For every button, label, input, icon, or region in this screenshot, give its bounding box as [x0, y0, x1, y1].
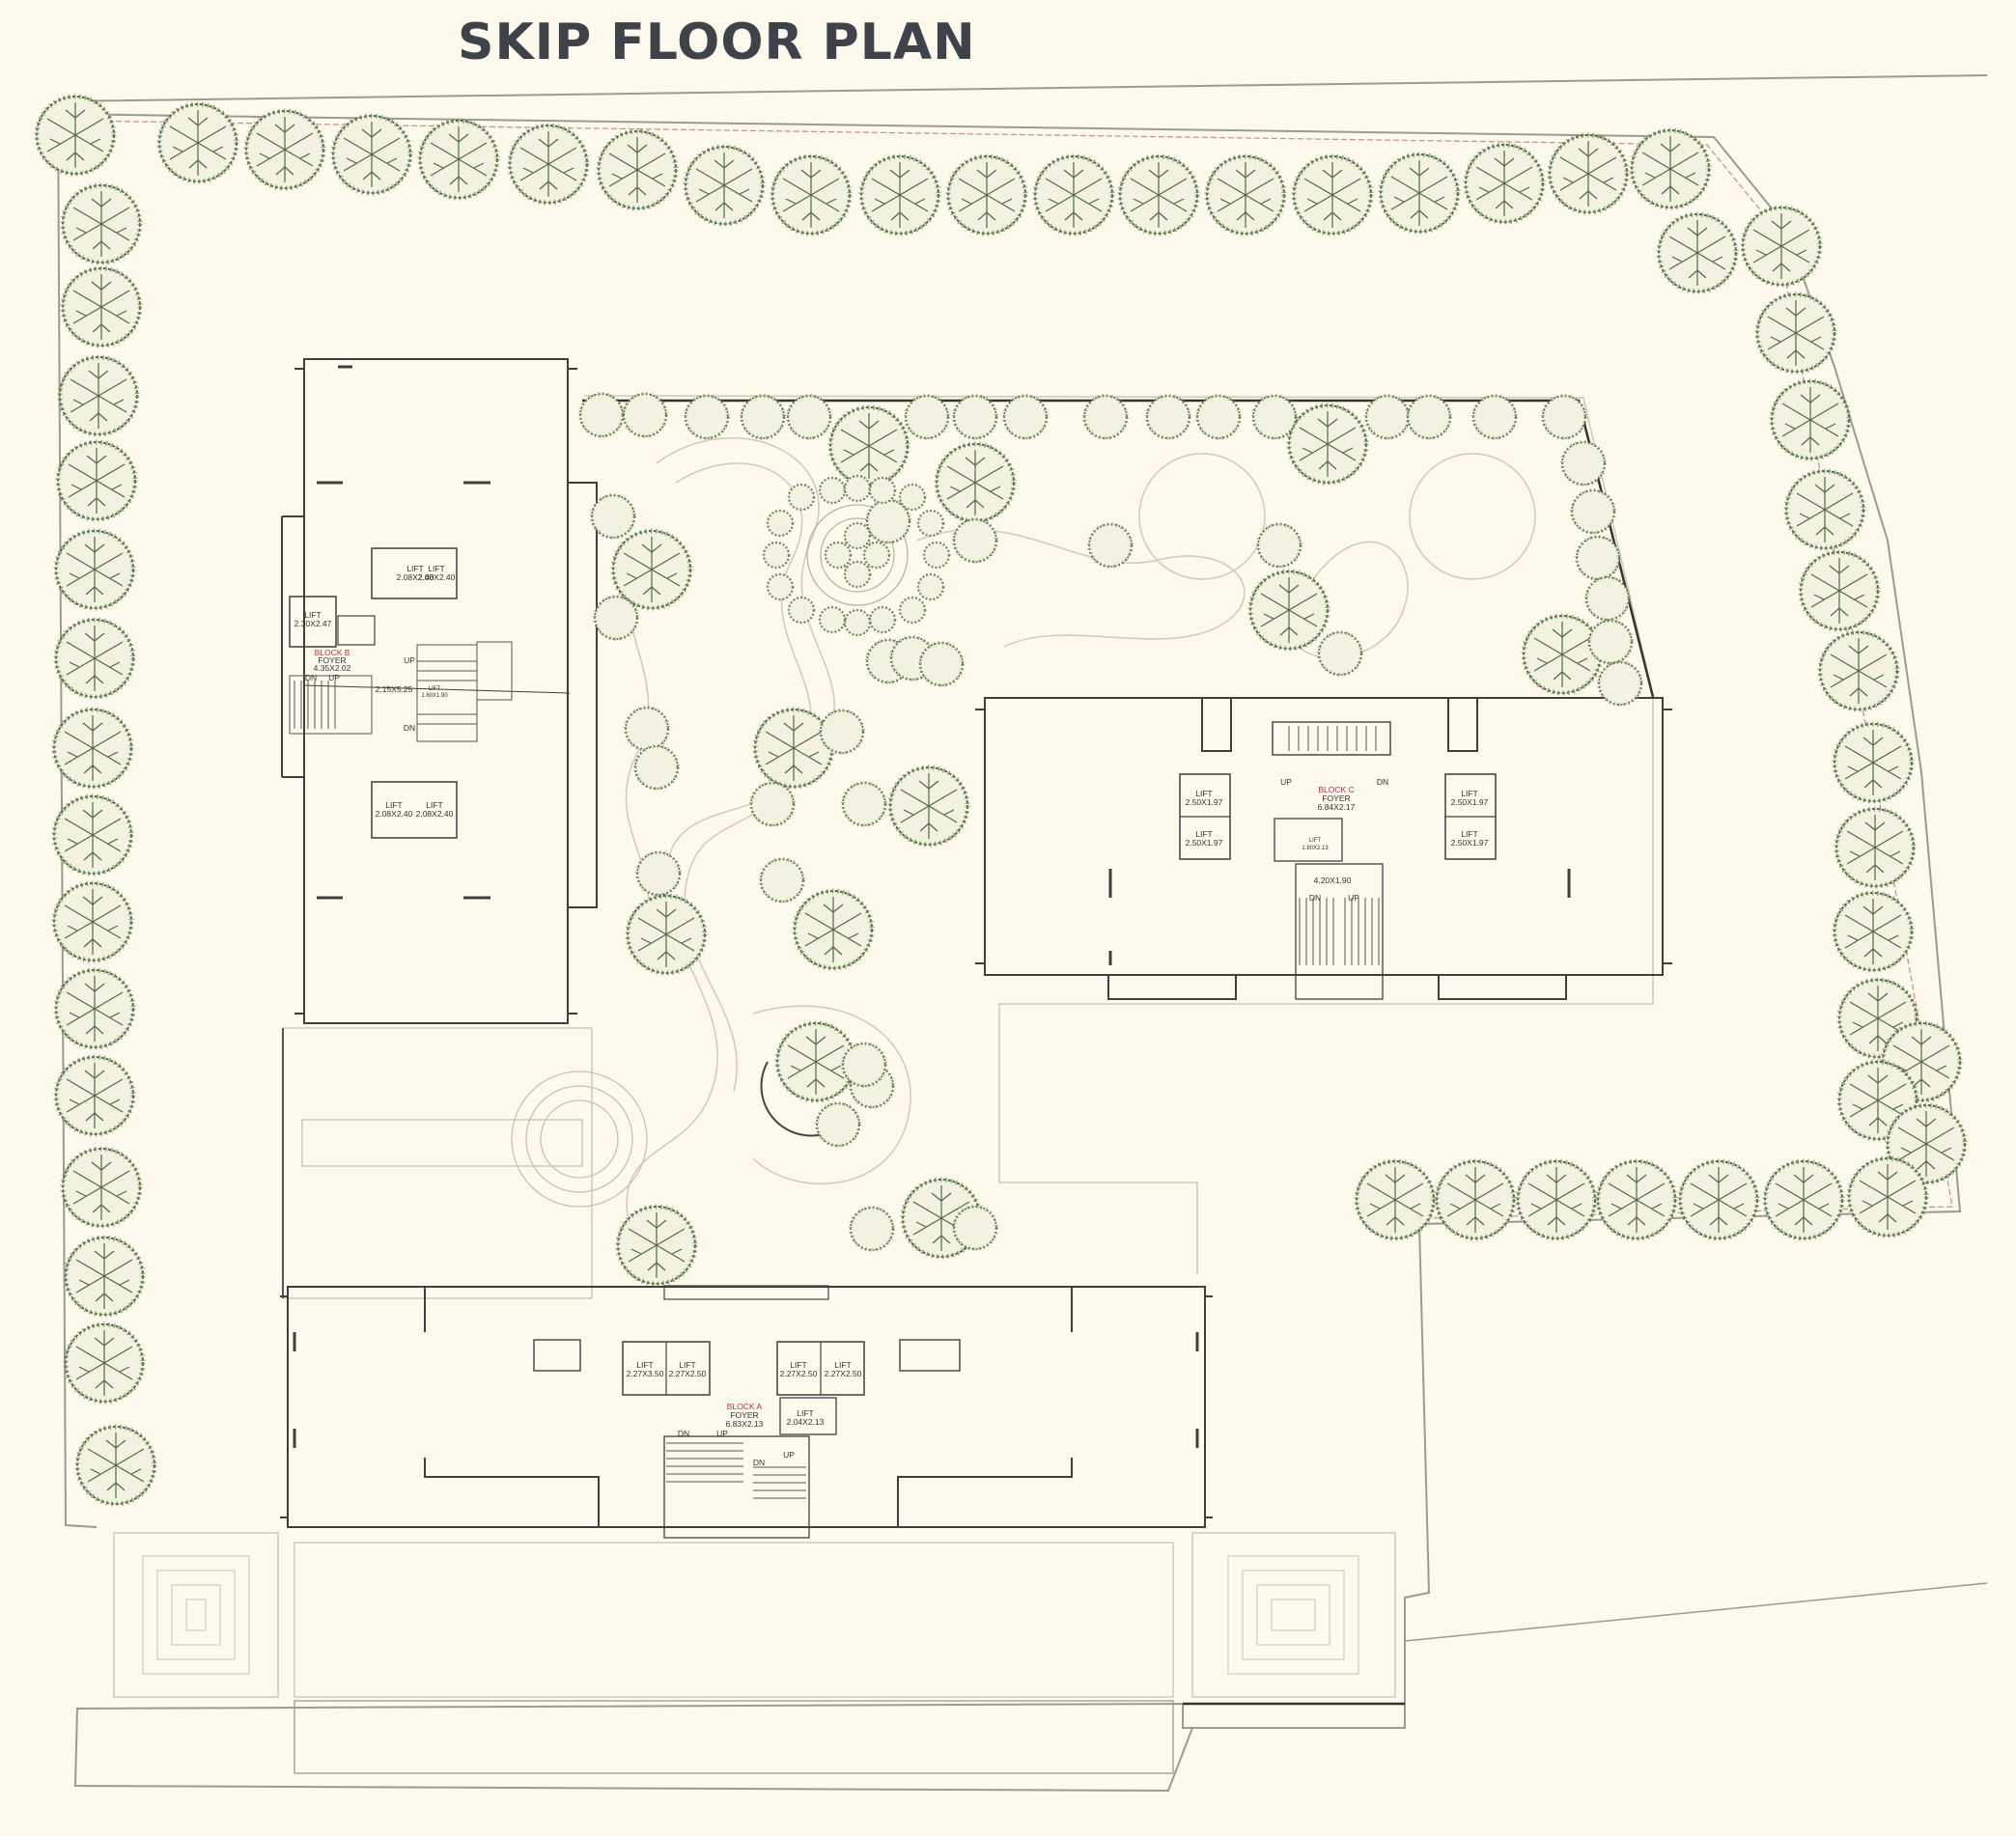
- block-b-name: BLOCK B: [315, 648, 350, 657]
- block-c-dn-label-2: DN: [1377, 777, 1388, 787]
- sports-court: [282, 1027, 648, 1299]
- block-c-lift-size-3: 2.50X1.97: [1451, 797, 1489, 807]
- block-a-lift-size-3: 2.27X2.50: [780, 1369, 818, 1378]
- block-b-dn-label: DN: [404, 723, 415, 733]
- block-b-dn-label-2: DN: [305, 673, 317, 682]
- block-b-lift-label-1: LIFT: [406, 564, 423, 573]
- block-b-side-lift-size: 2.30X2.47: [294, 619, 332, 628]
- block-b-small-lift-size: 1.60X1.90: [421, 693, 448, 699]
- block-b-up-label-2: UP: [328, 673, 340, 682]
- block-b-up-label: UP: [404, 655, 415, 665]
- block-a-lift-label-4: LIFT: [834, 1360, 851, 1370]
- block-a-up-label: UP: [716, 1429, 728, 1438]
- block-c-up-label-2: UP: [1280, 777, 1292, 787]
- plan-title: SKIP FLOOR PLAN: [458, 14, 976, 71]
- parking-area: [113, 1532, 1405, 1774]
- block-c-lift-label-3: LIFT: [1461, 789, 1477, 798]
- block-c-up-label: UP: [1348, 893, 1359, 903]
- block-b: [281, 358, 598, 1024]
- block-c: [975, 697, 1672, 1000]
- block-c-name: BLOCK C: [1318, 785, 1354, 794]
- block-b-lift-label-4: LIFT: [426, 800, 442, 810]
- block-a-lift-size-2: 2.27X2.50: [669, 1369, 707, 1378]
- block-a-lift-size-1: 2.27X3.50: [627, 1369, 664, 1378]
- block-b-lobby-size: 2.15X5.25: [376, 684, 413, 694]
- block-c-lift-size-1: 2.50X1.97: [1186, 797, 1223, 807]
- block-a-lift-label-2: LIFT: [679, 1360, 695, 1370]
- tree-1: [37, 97, 114, 174]
- perimeter-trees: [37, 97, 1965, 1504]
- block-b-side-lift-label: LIFT: [304, 610, 321, 620]
- block-b-lift-size-3: 2.08X2.40: [376, 809, 413, 819]
- block-b-lift-label-3: LIFT: [385, 800, 402, 810]
- block-a-foyer-size: 6.83X2.13: [726, 1419, 764, 1429]
- block-c-lift-label-1: LIFT: [1195, 789, 1212, 798]
- block-c-lift-label-2: LIFT: [1195, 829, 1212, 839]
- block-a-dn-label-2: DN: [753, 1458, 765, 1467]
- block-b-lift-size-1: 2.08X2.40: [397, 572, 434, 582]
- block-b-foyer: FOYER: [318, 655, 346, 665]
- block-a-foyer: FOYER: [730, 1410, 758, 1420]
- block-a: [280, 1285, 1213, 1539]
- block-b-foyer-size: 4.35X2.02: [314, 663, 351, 673]
- block-a-small-lift-label: LIFT: [797, 1408, 813, 1418]
- block-a-lift-size-4: 2.27X2.50: [825, 1369, 862, 1378]
- block-a-up-label-2: UP: [783, 1450, 795, 1460]
- block-c-small-lift-label: LIFT: [1309, 838, 1322, 844]
- block-c-foyer-size: 6.84X2.17: [1318, 802, 1356, 812]
- site-boundary: [57, 74, 1988, 1793]
- block-c-lobby-size: 4.20X1.90: [1314, 876, 1352, 885]
- block-a-lift-label-3: LIFT: [790, 1360, 806, 1370]
- block-a-lift-label-1: LIFT: [636, 1360, 653, 1370]
- block-a-dn-label: DN: [678, 1429, 689, 1438]
- block-a-name: BLOCK A: [727, 1402, 763, 1411]
- block-c-lift-size-4: 2.50X1.97: [1451, 838, 1489, 848]
- block-b-lift-size-4: 2.08X2.40: [416, 809, 454, 819]
- block-c-foyer: FOYER: [1322, 793, 1350, 803]
- block-c-lift-size-2: 2.50X1.97: [1186, 838, 1223, 848]
- block-c-lift-label-4: LIFT: [1461, 829, 1477, 839]
- block-c-dn-label: DN: [1309, 893, 1321, 903]
- block-b-small-lift-label: LIFT: [429, 686, 441, 692]
- block-c-small-lift-size: 1.80X2.13: [1302, 846, 1329, 851]
- block-a-small-lift-size: 2.04X2.13: [787, 1417, 825, 1427]
- block-b-lift-label-2: LIFT: [428, 564, 444, 573]
- block-b-lift-size-2: 2.08X2.40: [418, 572, 456, 582]
